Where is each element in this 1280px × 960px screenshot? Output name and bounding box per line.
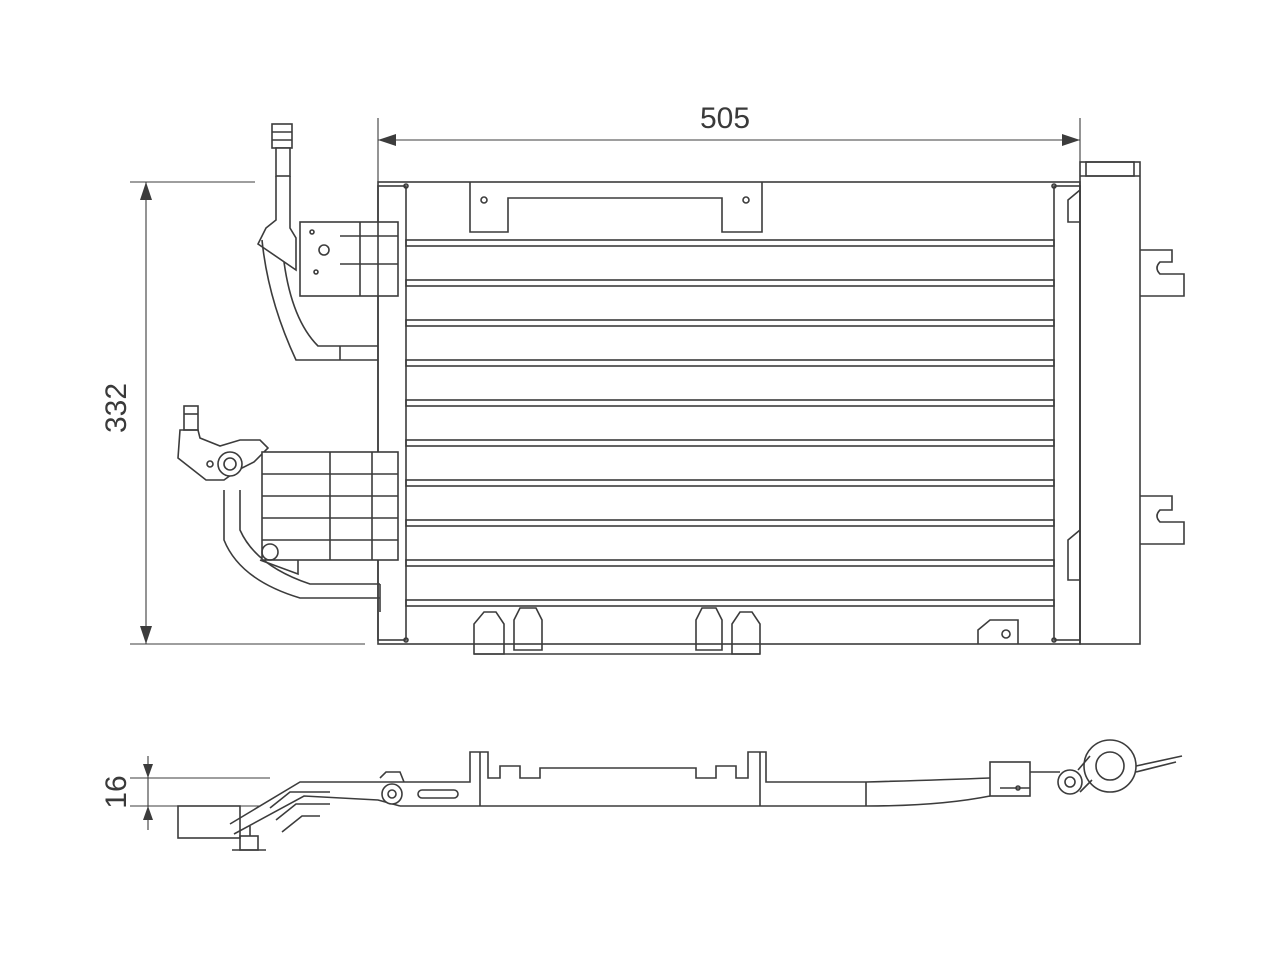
width-dimension-label: 505	[700, 102, 750, 135]
condenser-top-view	[177, 739, 1183, 851]
height-dimension-label: 332	[100, 383, 133, 433]
width-dimension: 505	[377, 102, 1081, 182]
lower-pipe-assembly	[177, 405, 399, 612]
condenser-front-view	[177, 123, 1185, 655]
upper-pipe-assembly	[256, 123, 399, 361]
bottom-clips	[473, 607, 1019, 655]
depth-dimension: 16	[100, 756, 270, 830]
condenser-tubes	[405, 239, 1055, 607]
depth-dimension-label: 16	[100, 775, 133, 808]
height-dimension: 332	[100, 181, 365, 645]
